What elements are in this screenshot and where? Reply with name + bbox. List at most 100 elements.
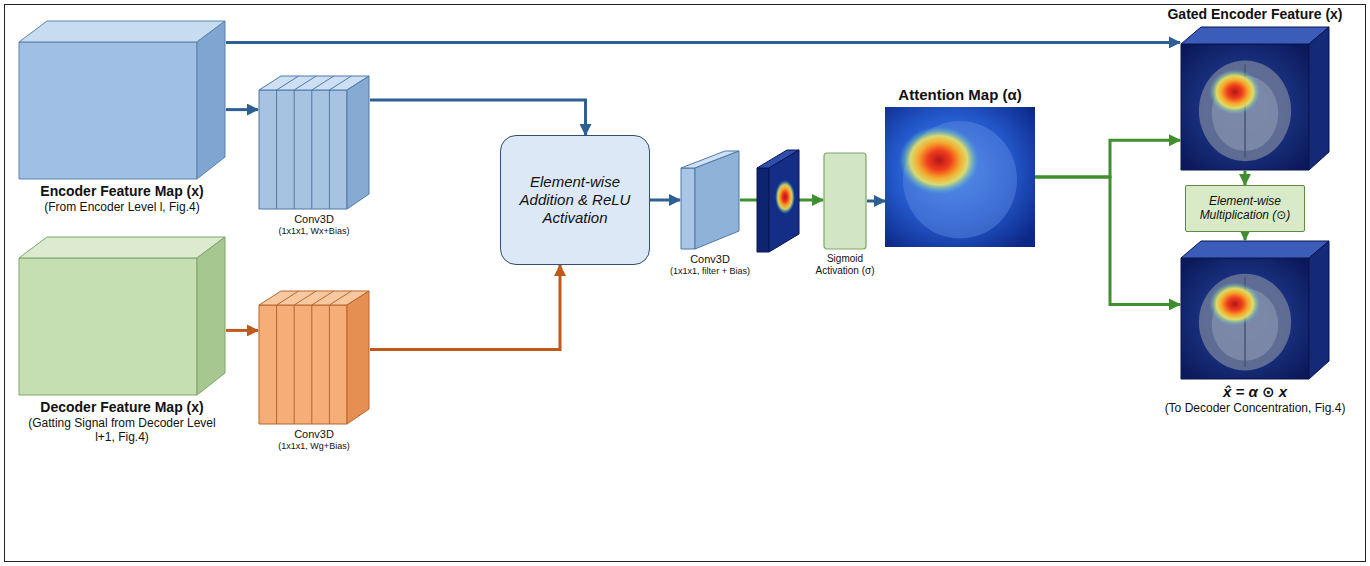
node-note: (Gatting Signal from Decoder Level l+1, …: [18, 416, 226, 445]
slice-line: [312, 76, 334, 90]
brain-outline: [1199, 274, 1291, 371]
cube-side: [197, 21, 225, 179]
flow-arrow: [867, 200, 885, 203]
brain-scan: [1199, 60, 1291, 161]
node-label: Attention Map (α): [885, 86, 1035, 104]
conv3d-stack: Conv3D(1x1x1, Wx+Bias): [258, 75, 370, 237]
slice-line: [311, 305, 312, 424]
cube-side: [695, 151, 739, 249]
slab-shape: [680, 150, 740, 250]
cube-side: [1309, 27, 1329, 170]
cube-side: [1309, 241, 1329, 379]
bar-shape: [823, 152, 867, 250]
addition-relu-box: Element-wise Addition & ReLU Activation: [500, 135, 650, 265]
node-label: Conv3D: [258, 428, 370, 441]
cube-shape: [1180, 240, 1330, 380]
slab-front: [757, 168, 769, 252]
cube-drawing: [259, 291, 369, 424]
flow-arrow: [1035, 140, 1180, 177]
slab-hotspot: [775, 180, 795, 214]
slice-line: [294, 90, 295, 209]
cube-shape: [18, 20, 226, 180]
slice-line: [277, 291, 299, 305]
tumor-hotspot: [1209, 69, 1260, 114]
node-note: (1x1x1, Wx+Bias): [258, 226, 370, 237]
slice-line: [329, 90, 330, 209]
cube-top: [1181, 241, 1329, 258]
conv3d-stack: Conv3D(1x1x1, Wg+Bias): [258, 290, 370, 452]
node-label: x̂ = α ⊙ x: [1150, 383, 1360, 401]
slice-line: [329, 305, 330, 424]
sigmoid-bar: [824, 153, 866, 249]
slice-line: [329, 291, 351, 305]
cube-side: [197, 237, 225, 395]
flow-arrow: [1035, 177, 1180, 304]
cube-shape: [1180, 26, 1330, 171]
cube-side: [347, 76, 369, 209]
node-note: (1x1x1, Wg+Bias): [258, 441, 370, 452]
outer-frame: [5, 5, 1366, 562]
slice-line: [294, 76, 316, 90]
node-label: Element-wise Addition & ReLU Activation: [509, 173, 641, 227]
cube-front: [259, 305, 347, 424]
brain-scan: [1199, 274, 1291, 371]
stack-shape: [258, 290, 370, 425]
encoder-feature-cube: Encoder Feature Map (x)(From Encoder Lev…: [18, 20, 226, 214]
heatmap-slab: [757, 150, 799, 252]
flow-arrow: [226, 108, 258, 111]
cube-front: [259, 90, 347, 209]
cube-front: [681, 168, 695, 249]
flow-arrow: [1243, 171, 1246, 185]
slice-line: [276, 305, 277, 424]
heatmap-scan: [899, 121, 1017, 239]
tumor-hotspot: [899, 126, 979, 194]
cube-front: [1181, 258, 1309, 379]
node-label: Element-wise Multiplication (⊙): [1194, 194, 1296, 223]
node-label: Sigmoid Activation (σ): [805, 253, 885, 277]
cube-front: [19, 42, 197, 179]
cube-front: [19, 258, 197, 395]
gated-feature-cube: Gated Encoder Feature (x): [1155, 6, 1355, 171]
flow-arrow: [226, 41, 1180, 44]
cube-side: [347, 291, 369, 424]
node-label: Decoder Feature Map (x): [18, 399, 226, 416]
cube-top: [1181, 27, 1329, 44]
cube-drawing: [19, 21, 225, 179]
output-feature-cube: x̂ = α ⊙ x(To Decoder Concentration, Fig…: [1150, 240, 1360, 415]
multiplication-box: Element-wise Multiplication (⊙): [1185, 185, 1305, 232]
slice-line: [312, 291, 334, 305]
heatmap-ground: [885, 107, 1035, 247]
node-note: (To Decoder Concentration, Fig.4): [1150, 401, 1360, 415]
slab-face: [769, 150, 799, 252]
node-label: Encoder Feature Map (x): [18, 183, 226, 200]
tumor-hotspot: [1209, 282, 1260, 326]
cube-top: [19, 21, 225, 42]
node-label: Conv3D: [660, 253, 760, 266]
flow-arrow: [1244, 232, 1247, 240]
stack-shape: [258, 75, 370, 210]
slice-line: [294, 305, 295, 424]
cube-drawing: [259, 76, 369, 209]
flow-arrow: [370, 265, 560, 349]
cube-drawing: [19, 237, 225, 395]
cube-front: [1181, 44, 1309, 170]
slice-line: [329, 76, 351, 90]
node-note: (1x1x1, filter + Bias): [660, 266, 760, 277]
flow-arrow: [226, 329, 258, 332]
node-note: (From Encoder Level l, Fig.4): [18, 200, 226, 214]
cube-top: [19, 237, 225, 258]
slice-line: [276, 90, 277, 209]
flow-arrow: [650, 199, 680, 202]
cube-drawing: [1181, 27, 1329, 170]
cube-drawing: [681, 151, 739, 249]
node-label: Gated Encoder Feature (x): [1155, 6, 1355, 23]
sigmoid-box: Sigmoid Activation (σ): [805, 152, 885, 277]
cube-drawing: [1181, 241, 1329, 379]
node-label: Conv3D: [258, 213, 370, 226]
slice-line: [311, 90, 312, 209]
cube-shape: [18, 236, 226, 396]
decoder-feature-cube: Decoder Feature Map (x)(Gatting Signal f…: [18, 236, 226, 445]
image-shape: [885, 107, 1035, 247]
conv3d-slab: Conv3D(1x1x1, filter + Bias): [660, 150, 760, 277]
